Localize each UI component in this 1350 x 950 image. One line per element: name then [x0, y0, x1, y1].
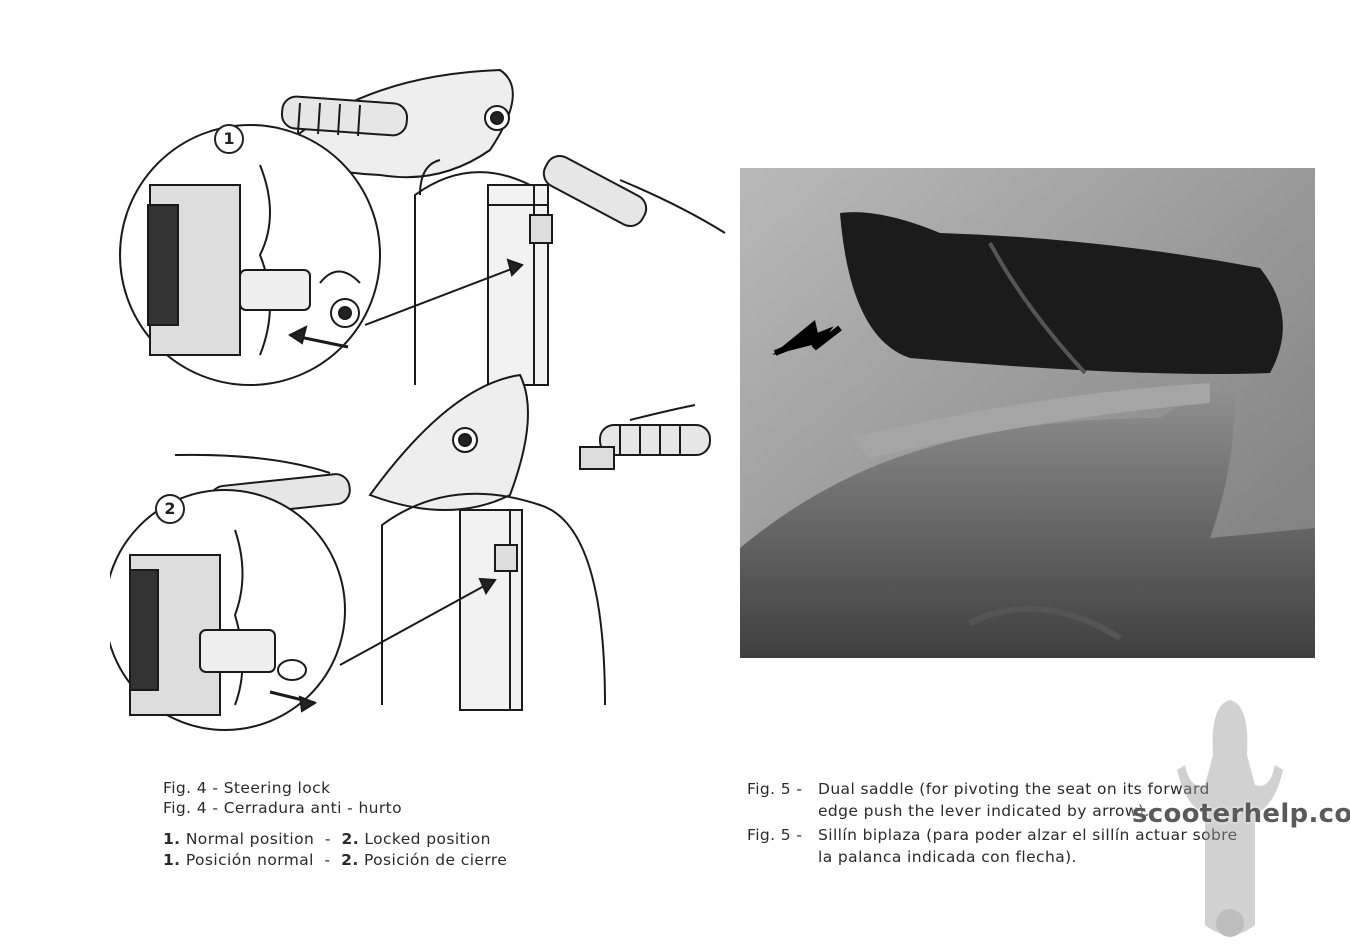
fig5-caption-es-line1: Sillín biplaza (para poder alzar el sill… [818, 826, 1238, 844]
legend-locked-position: Locked position [364, 830, 491, 848]
fig4-caption-es: Fig. 4 - Cerradura anti - hurto [163, 799, 403, 817]
position-1-marker: 1 [214, 124, 244, 154]
fig4-legend-en: 1. Normal position - 2. Locked position [163, 830, 491, 848]
legend-separator: - [324, 851, 331, 869]
legend-num-1: 1. [163, 851, 181, 869]
fig5-caption-en-line2: edge push the lever indicated by arrow). [818, 802, 1150, 820]
fig4-legend-es: 1. Posición normal - 2. Posición de cier… [163, 851, 507, 869]
fig5-label-es: Fig. 5 - [747, 826, 803, 844]
legend-num-1: 1. [163, 830, 181, 848]
fig5-caption-es-line2: la palanca indicada con flecha). [818, 848, 1077, 866]
legend-num-2: 2. [341, 851, 359, 869]
legend-posicion-cierre: Posición de cierre [363, 851, 508, 869]
fig5-caption-en-line1: Dual saddle (for pivoting the seat on it… [818, 780, 1210, 798]
watermark-text: scooterhelp.com [1132, 799, 1350, 829]
dual-saddle-photo [740, 168, 1315, 658]
fig5-label-en: Fig. 5 - [747, 780, 803, 798]
steering-lock-illustration [110, 68, 726, 731]
position-2-marker: 2 [155, 494, 185, 524]
scooter-watermark-icon [1177, 700, 1283, 937]
legend-posicion-normal: Posición normal [185, 851, 314, 869]
legend-separator: - [324, 830, 331, 848]
legend-normal-position: Normal position [185, 830, 315, 848]
fig4-caption-en: Fig. 4 - Steering lock [163, 779, 331, 797]
legend-num-2: 2. [341, 830, 360, 848]
